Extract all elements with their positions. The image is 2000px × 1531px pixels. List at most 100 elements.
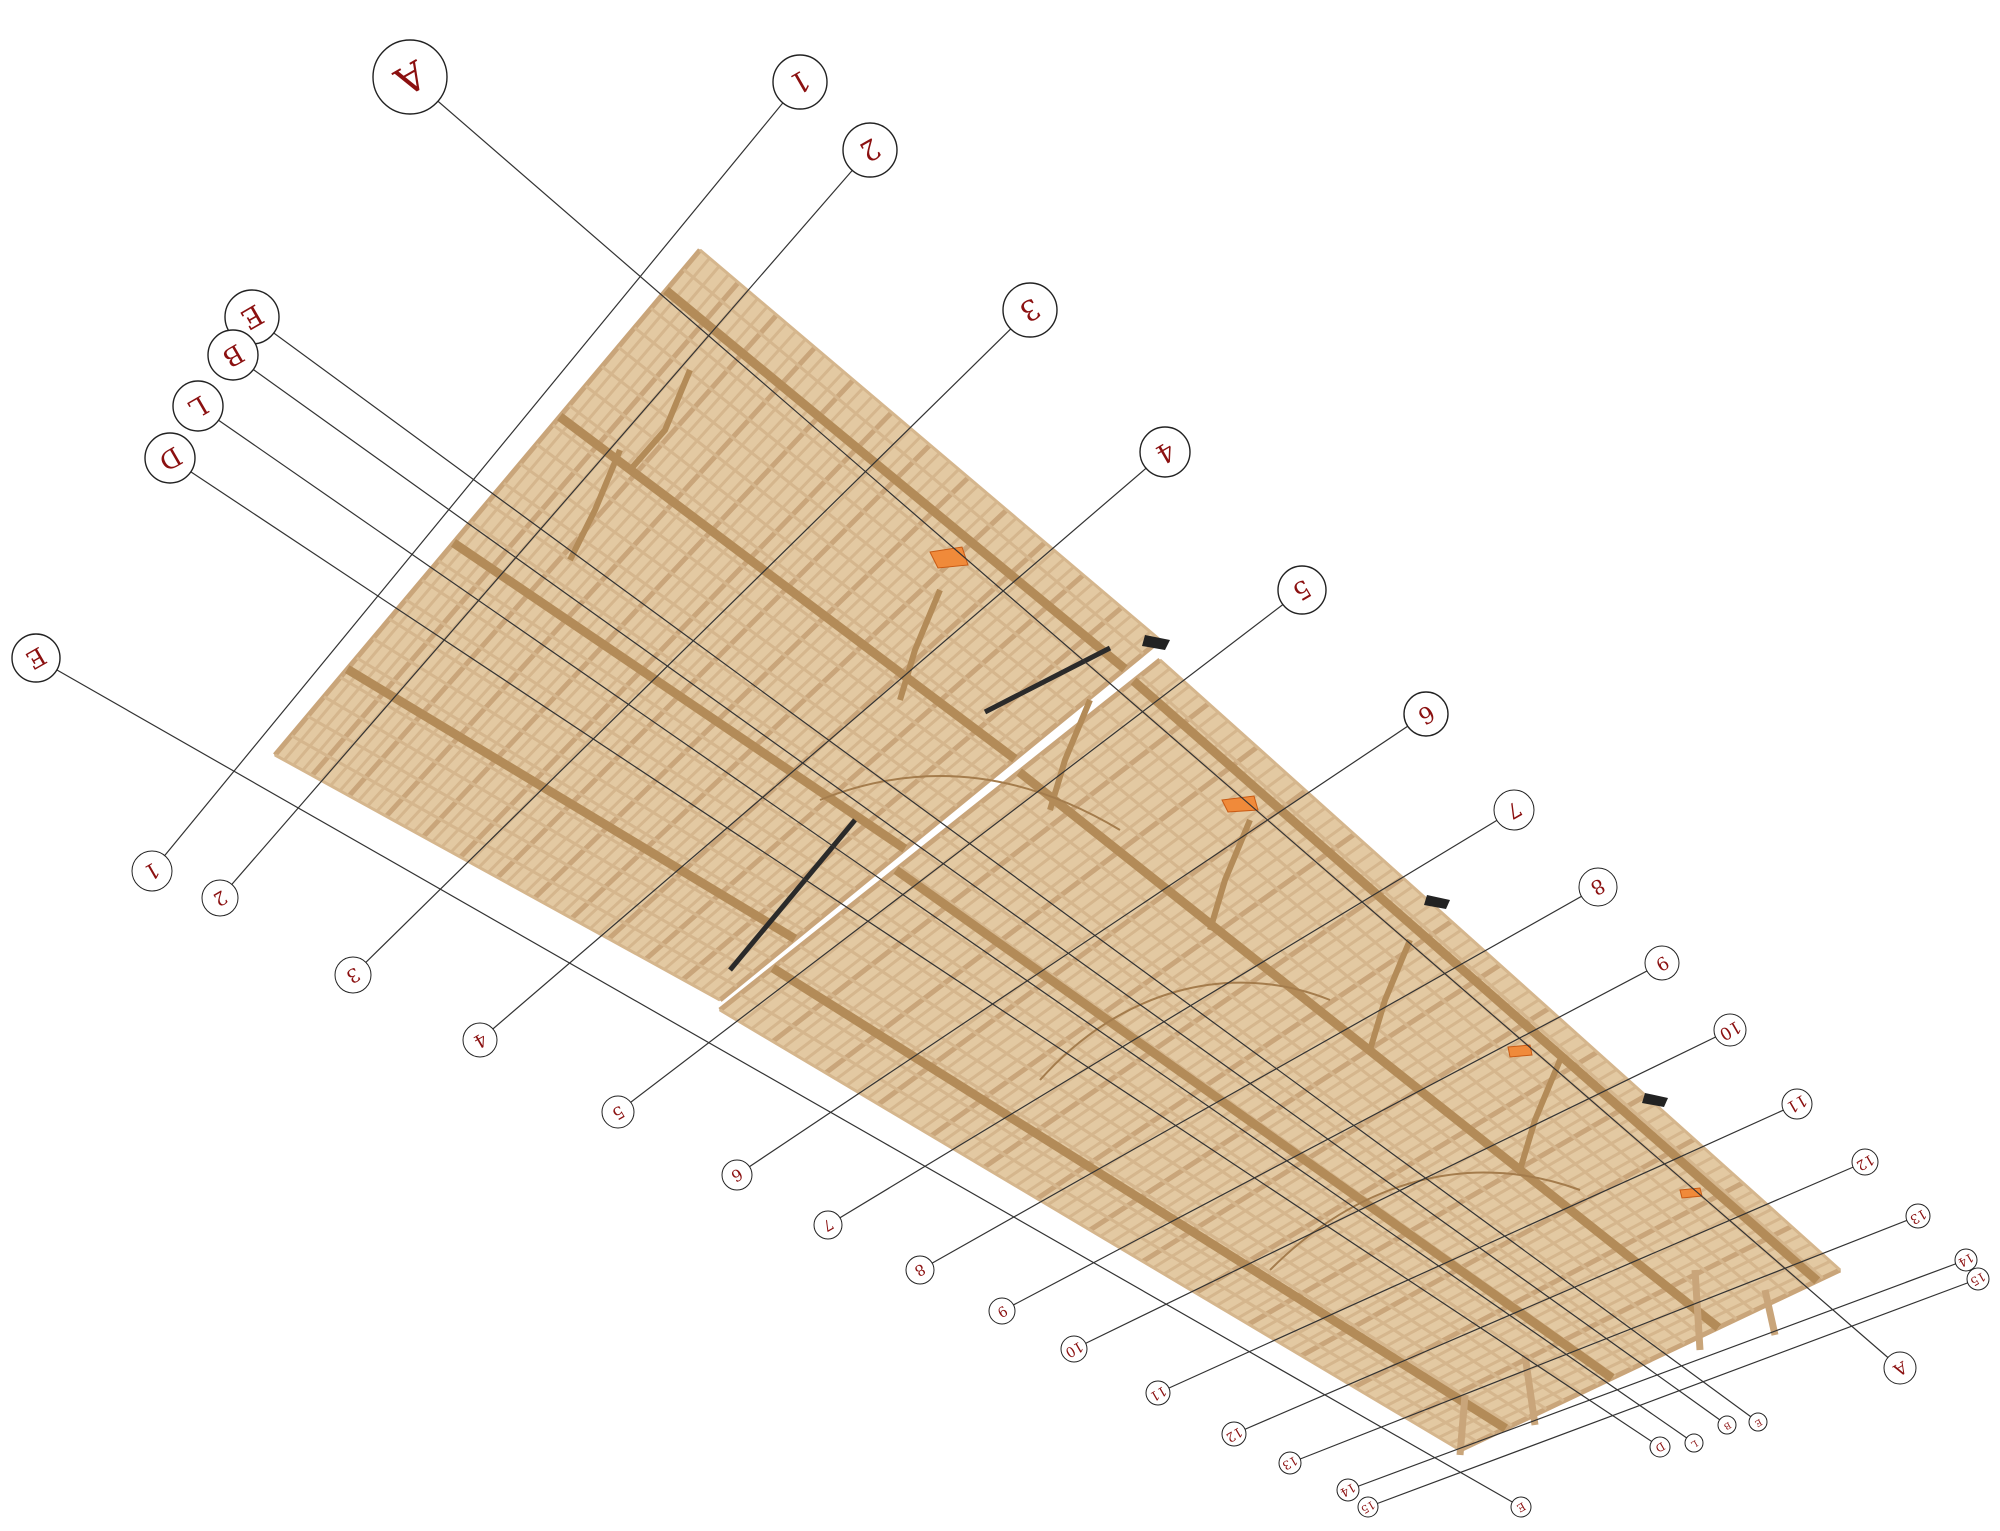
grid-bubble-top-20: 15 [1966,1267,1990,1291]
purlin [568,404,1026,752]
grid-bubble-bot-20: E [1748,1412,1768,1432]
steel-bracket [1642,1093,1668,1107]
truss-web [1517,1058,1563,1171]
grid-bubble-circle [1403,691,1449,737]
grid-bubble-top-8: 3 [1002,282,1058,338]
purlin [519,462,975,794]
grid-bubble-bot-11: 11 [1145,1380,1171,1406]
grid-bubble-circle [1336,1478,1360,1502]
grid-leader-line [352,309,1031,976]
grid-bubble-circle [1578,867,1618,907]
purlin [819,929,1548,1411]
grid-bubble-top-12: 7 [1493,789,1535,831]
grid-bubble-circle [721,1159,753,1191]
purlin [939,833,1651,1362]
grid-bubble-circle [372,39,448,115]
purlin [1158,658,1842,1272]
grid-bubble-bot-2: 2 [201,879,239,917]
grid-bubble-circle [1277,565,1327,615]
grid-bubble-top-18: 13 [1905,1203,1931,1229]
grid-bubble-top-2: 1 [772,54,828,110]
purlin [839,913,1565,1403]
grid-bubble-circle [772,54,828,110]
purlin [1039,754,1738,1321]
purlin [551,423,1009,766]
grid-leader-line [197,405,1695,1444]
purlin [421,578,874,877]
grid-leader-line [479,451,1166,1041]
primary-beam [893,866,1615,1382]
grid-bubble-bot-16: E [1510,1496,1532,1518]
grid-leader-line [169,457,1661,1448]
purlin [323,695,772,960]
grid-bubble-circle [144,432,196,484]
primary-beam [450,539,908,853]
support-posts [1456,1269,1779,1456]
grid-bubble-bot-3: 3 [334,956,372,994]
grid-bubble-circle [1966,1267,1990,1291]
grid-bubble-bot-17: D [1649,1436,1671,1458]
grid-bubble-top-13: 8 [1578,867,1618,907]
grid-bubble-bot-14: 14 [1336,1478,1360,1502]
grid-bubble-label: 14 [1956,1250,1977,1270]
grid-bubble-bot-6: 6 [721,1159,753,1191]
grid-bubble-label: 13 [1280,1453,1300,1473]
primary-beam [1016,768,1722,1332]
grid-bubble-circle [1278,1451,1302,1475]
grid-bubble-bot-18: L [1684,1433,1704,1453]
roof-structure [273,248,1842,1456]
grid-bubble-label: B [1721,1419,1732,1431]
grid-bubble-circle [905,1255,935,1285]
grid-bubble-top-16: 11 [1781,1088,1813,1120]
purlin [719,1008,1461,1452]
purlin [779,961,1513,1427]
grid-leader-line [151,81,801,872]
grid-bubble-bot-19: B [1717,1415,1737,1435]
truss-web [567,448,623,562]
grid-bubble-top-11: 6 [1403,691,1449,737]
grid-bubble-top-7: D [144,432,196,484]
grid-bubble-label: 11 [1147,1382,1169,1403]
purlin [1099,706,1790,1296]
grid-leader-line [1233,1161,1866,1435]
grid-leader-line [919,886,1599,1271]
grid-bubble-bot-9: 9 [988,1297,1016,1325]
grid-leader-line [1289,1215,1919,1464]
grid-bubble-label: 14 [1338,1480,1359,1500]
purlin [799,945,1530,1419]
grid-bubble-bot-5: 5 [601,1095,635,1129]
grid-bubble-top-9: 4 [1139,426,1191,478]
purlin [617,345,1077,711]
purlin [388,617,840,905]
purlin [437,559,891,863]
purlin [682,268,1145,655]
purlin [699,248,1161,642]
purlin [919,849,1634,1370]
grid-bubble-circle [1139,426,1191,478]
grid-bubble-top-10: 5 [1277,565,1327,615]
purlin [1139,674,1824,1280]
grid-bubble-circle [1644,945,1680,981]
purlin [404,598,857,891]
valley-curve-1 [819,775,1121,831]
grid-leader-line [219,149,871,899]
grid-leader-lines [35,76,1979,1508]
grid-bubble-circle [1748,1412,1768,1432]
purlin [1079,722,1772,1304]
grid-bubble-circle [1684,1433,1704,1453]
grid-bubble-circle [131,850,173,892]
grid-bubble-top-14: 9 [1644,945,1680,981]
support-post [1761,1289,1779,1336]
grid-bubble-bot-7: 7 [813,1210,843,1240]
grid-bubble-bot-21: A [1883,1351,1917,1385]
grid-leader-line [1367,1278,1979,1508]
grid-bubble-bot-10: 10 [1060,1335,1088,1363]
grid-bubble-circle [207,329,259,381]
purlin [535,443,992,780]
grid-leader-line [409,76,1901,1369]
grid-bubble-bot-1: 1 [131,850,173,892]
steel-bracket [1424,895,1450,909]
